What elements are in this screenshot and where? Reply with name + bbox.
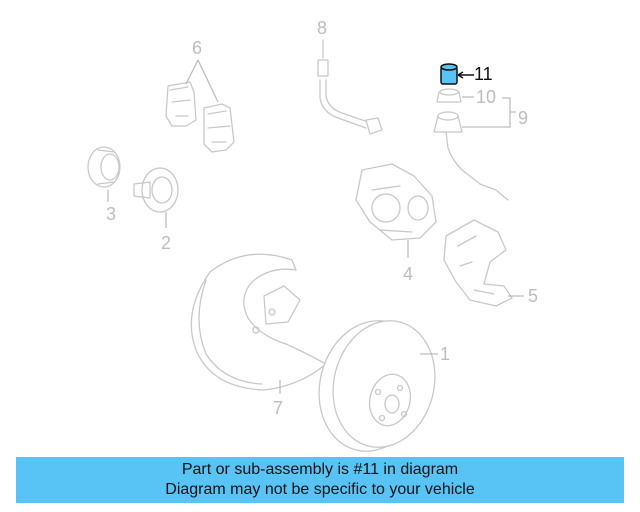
banner-line-2: Diagram may not be specific to your vehi… (165, 481, 475, 498)
callout-10: 10 (476, 87, 496, 107)
brake-caliper: 4 (355, 163, 437, 284)
callout-8: 8 (317, 18, 327, 38)
wear-sensor: 9 (433, 97, 528, 201)
info-banner: Part or sub-assembly is #11 in diagram D… (16, 457, 624, 503)
sensor-cap-highlighted: 11 (440, 63, 493, 85)
brake-pads: 6 (165, 38, 235, 153)
caliper-bracket: 5 (443, 219, 538, 307)
wheel-hub: 2 (133, 167, 179, 253)
callout-3: 3 (106, 204, 116, 224)
callout-9: 9 (518, 108, 528, 128)
banner-line-1: Part or sub-assembly is #11 in diagram (181, 461, 459, 478)
parts-diagram: 6 8 11 10 9 3 (87, 18, 538, 452)
brake-hose: 8 (317, 18, 383, 135)
callout-2: 2 (161, 233, 171, 253)
callout-6: 6 (192, 38, 202, 58)
callout-1: 1 (440, 344, 450, 364)
callout-5: 5 (528, 286, 538, 306)
callout-11: 11 (474, 64, 493, 84)
splash-shield: 7 (190, 253, 327, 418)
brake-rotor: 1 (318, 320, 450, 452)
nut: 10 (436, 87, 496, 107)
callout-4: 4 (403, 264, 413, 284)
callout-7: 7 (273, 398, 283, 418)
wheel-bearing: 3 (87, 146, 121, 224)
